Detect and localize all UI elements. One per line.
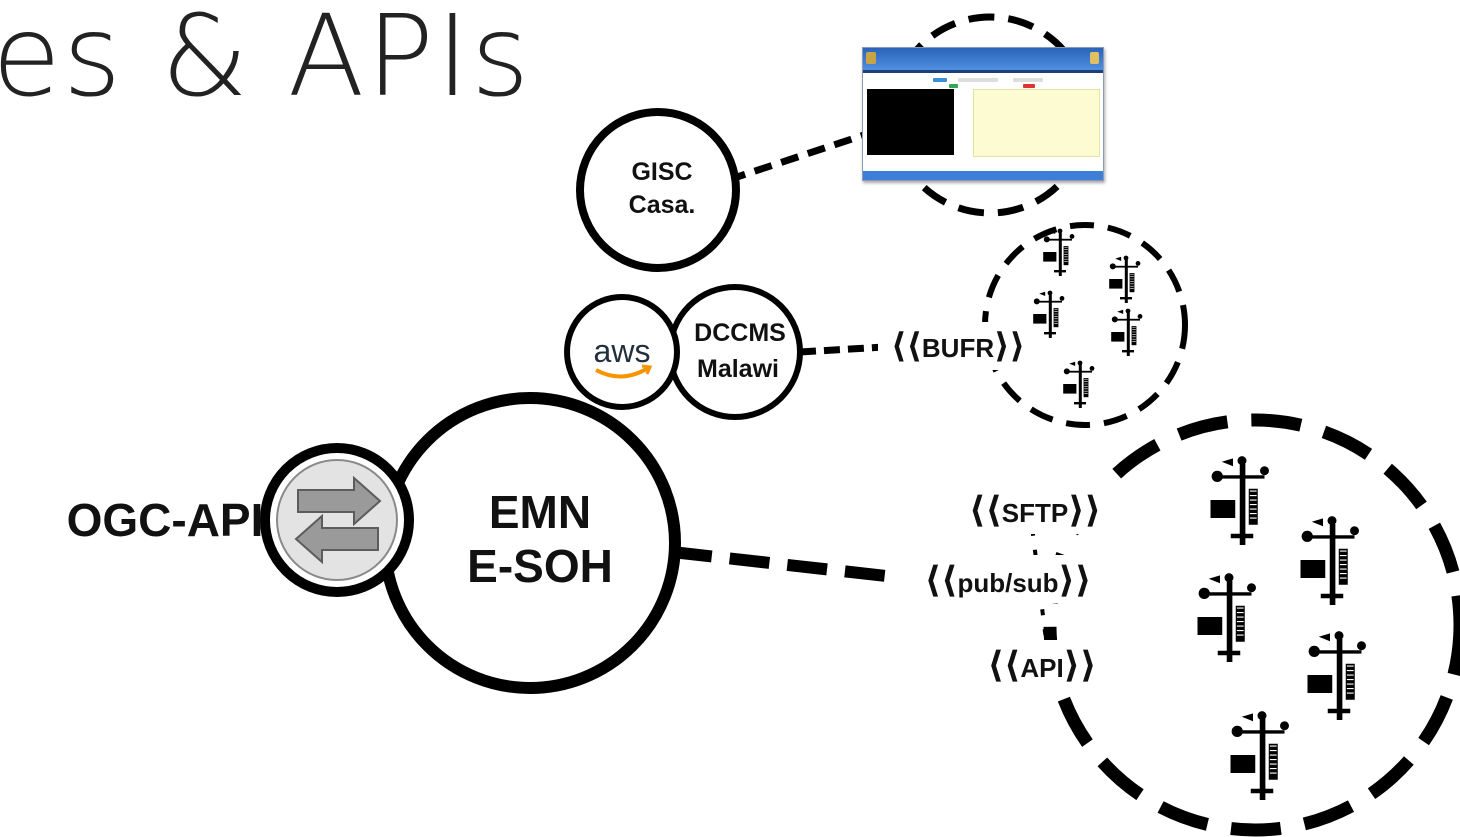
bufr-close-marks: ⟩⟩	[994, 327, 1025, 365]
gisc-connector	[726, 131, 866, 184]
gisc-label-line2: Casa.	[629, 191, 696, 219]
weather-station-icon	[1110, 308, 1143, 356]
portal-emblem-icon	[1090, 52, 1099, 64]
pubsub-close-marks: ⟩⟩	[1059, 559, 1092, 600]
dccms-connector	[799, 343, 885, 356]
portal-field-icon	[1013, 78, 1043, 82]
portal-metadata-panel	[973, 89, 1100, 157]
svg-text:⟨⟨SFTP⟩⟩: ⟨⟨SFTP⟩⟩	[969, 489, 1101, 530]
portal-navbar	[863, 70, 1103, 73]
gisc-portal-screenshot	[862, 47, 1104, 181]
portal-field-icon	[958, 78, 998, 82]
sftp-label: SFTP	[1002, 498, 1068, 528]
emn-label-line1: EMN	[489, 486, 591, 538]
api-open-marks: ⟨⟨	[987, 644, 1020, 685]
portal-logo-icon	[866, 52, 876, 64]
weather-station-icon	[1062, 360, 1095, 408]
portal-go-icon	[949, 84, 958, 88]
aws-smile-icon	[595, 366, 650, 379]
emn-label-line2: E-SOH	[467, 540, 613, 592]
svg-text:⟨⟨BUFR⟩⟩: ⟨⟨BUFR⟩⟩	[891, 327, 1025, 365]
arrow-left-icon	[294, 513, 379, 565]
api-protocol: ⟨⟨API⟩⟩	[965, 640, 1125, 688]
exchange-arrows-icon	[276, 459, 398, 581]
slide-title: es & APIs	[0, 0, 532, 122]
portal-stop-icon	[1023, 84, 1035, 88]
pubsub-protocol: ⟨⟨pub/sub⟩⟩	[895, 555, 1120, 603]
emn-connector	[671, 546, 896, 583]
gisc-label-line1: GISC	[631, 158, 692, 186]
sftp-close-marks: ⟩⟩	[1068, 489, 1101, 530]
api-close-marks: ⟩⟩	[1064, 644, 1097, 685]
portal-footer	[863, 171, 1103, 180]
aws-arrow-icon	[641, 364, 653, 375]
svg-text:⟨⟨pub/sub⟩⟩: ⟨⟨pub/sub⟩⟩	[925, 559, 1092, 600]
dccms-node	[667, 284, 803, 420]
aws-node	[564, 294, 680, 410]
emn-station-cluster	[1043, 413, 1460, 837]
arrow-right-icon	[297, 475, 382, 527]
bufr-open-marks: ⟨⟨	[891, 327, 922, 365]
svg-text:⟨⟨API⟩⟩: ⟨⟨API⟩⟩	[987, 644, 1096, 685]
portal-terminal-panel	[867, 89, 954, 155]
ogc-api-label: OGC-API	[67, 494, 264, 546]
weather-station-icon	[1108, 255, 1141, 303]
weather-station-icon	[1306, 630, 1367, 720]
aws-logo-text: aws	[594, 333, 651, 369]
pubsub-open-marks: ⟨⟨	[925, 559, 958, 600]
portal-header	[863, 48, 1103, 70]
weather-station-icon	[1209, 455, 1270, 545]
weather-station-icon	[1229, 710, 1290, 800]
dccms-label-line1: DCCMS	[694, 319, 786, 347]
bufr-label: BUFR	[922, 333, 994, 363]
sftp-protocol: ⟨⟨SFTP⟩⟩	[955, 486, 1115, 534]
portal-button-icon	[933, 78, 947, 82]
dccms-label-line2: Malawi	[697, 355, 779, 383]
sftp-open-marks: ⟨⟨	[969, 489, 1002, 530]
pubsub-label: pub/sub	[957, 568, 1058, 598]
weather-station-icon	[1196, 572, 1257, 662]
bufr-protocol: ⟨⟨BUFR⟩⟩	[878, 322, 1038, 370]
gisc-node	[576, 108, 740, 272]
weather-station-icon	[1299, 515, 1360, 605]
weather-station-icon	[1042, 228, 1075, 276]
api-label: API	[1020, 653, 1063, 683]
